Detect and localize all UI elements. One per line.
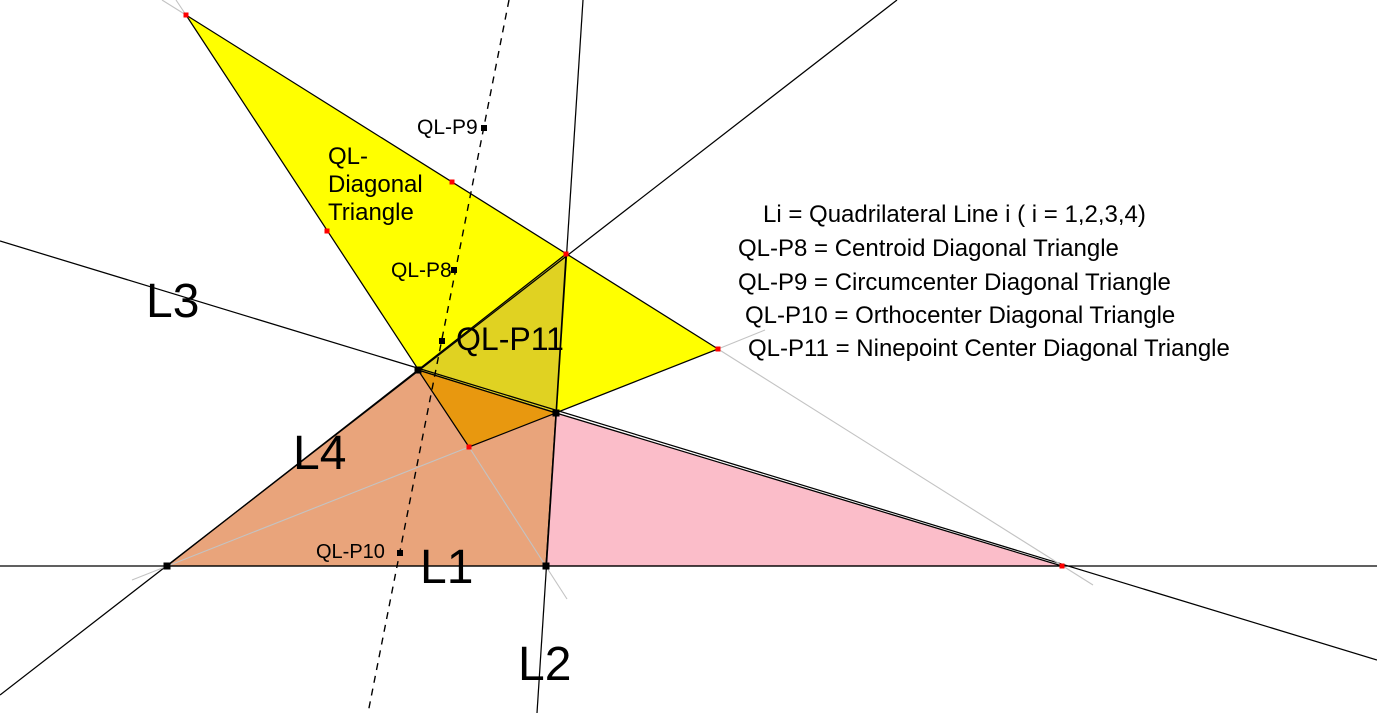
point-QL-P9 — [481, 125, 487, 131]
label-QL-P9: QL-P9 — [417, 116, 478, 139]
label-diagonal-triangle-line3: Triangle — [328, 199, 414, 226]
label-diagonal-triangle-line2: Diagonal — [328, 171, 423, 198]
point-diagonal-triangle-right — [715, 346, 721, 352]
point-L1xL2 — [542, 562, 550, 570]
point-L2xL4 — [563, 251, 569, 257]
diagonal-c-right — [717, 329, 766, 350]
label-L2: L2 — [518, 638, 571, 691]
orange-triangle-region — [416, 368, 558, 448]
point-diagonal-triangle-bottom — [466, 444, 472, 450]
point-QL-P10 — [397, 550, 403, 556]
point-L2xL3 — [552, 409, 560, 417]
euler-line-dashed — [367, 0, 510, 713]
line-L2 — [536, 0, 584, 713]
diagonal-a-lower — [468, 446, 568, 600]
label-L4: L4 — [293, 427, 346, 480]
diagonal-b-upper — [161, 0, 187, 16]
legend-line-4: QL-P10 = Orthocenter Diagonal Triangle — [745, 302, 1175, 329]
legend-line-1: Li = Quadrilateral Line i ( i = 1,2,3,4) — [763, 201, 1146, 228]
point-side-midpoint-a — [324, 228, 330, 234]
label-QL-P11: QL-P11 — [456, 321, 564, 357]
point-L1xL4 — [163, 562, 171, 570]
label-diagonal-triangle-line1: QL- — [328, 143, 368, 170]
point-L3xL4 — [414, 366, 422, 374]
label-QL-P8: QL-P8 — [391, 259, 452, 282]
label-L1: L1 — [420, 541, 473, 594]
legend-line-3: QL-P9 = Circumcenter Diagonal Triangle — [738, 269, 1171, 296]
label-L3: L3 — [146, 275, 199, 328]
point-side-midpoint-b — [449, 179, 455, 185]
line-L3 — [0, 240, 1377, 661]
point-L1xL3 — [1059, 563, 1065, 569]
line-L4 — [0, 0, 898, 696]
point-QL-P11 — [439, 338, 445, 344]
label-QL-P10: QL-P10 — [316, 541, 385, 563]
diagonal-b-right — [717, 348, 1094, 586]
legend-line-2: QL-P8 = Centroid Diagonal Triangle — [738, 235, 1119, 262]
diagonal-c-left — [131, 446, 470, 581]
legend-line-5: QL-P11 = Ninepoint Center Diagonal Trian… — [748, 335, 1230, 362]
point-diagonal-triangle-apex — [183, 12, 189, 18]
point-QL-P8 — [451, 267, 457, 273]
